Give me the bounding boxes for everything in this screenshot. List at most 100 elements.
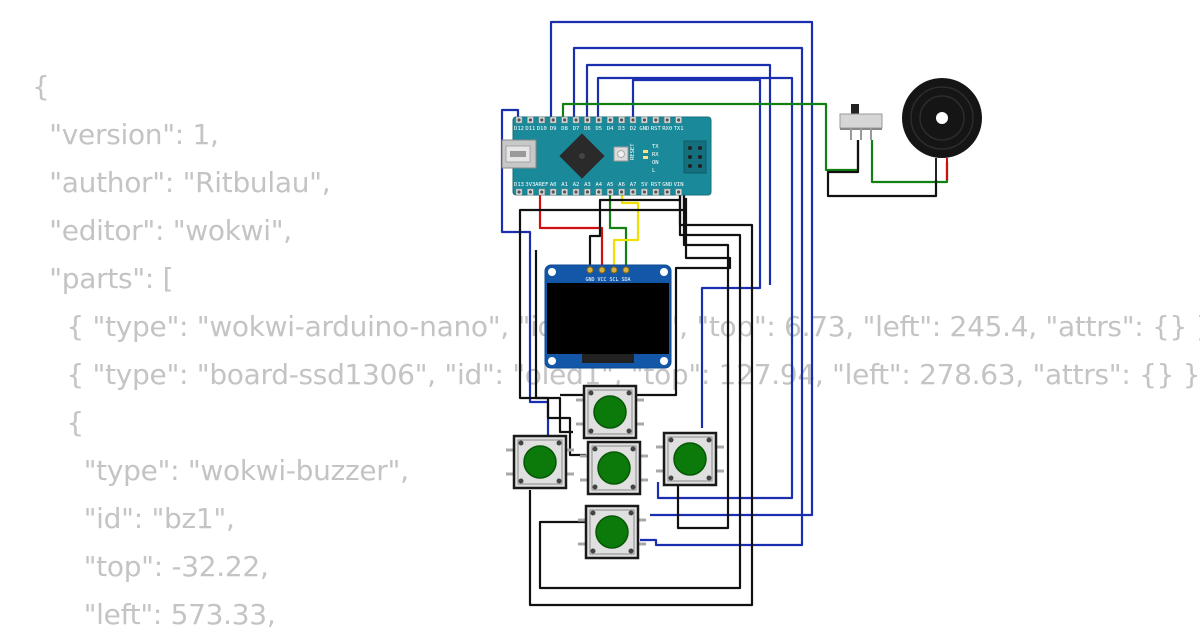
pushbutton-lead bbox=[566, 448, 574, 452]
pushbutton-lead bbox=[716, 445, 724, 449]
nano-pin-hole bbox=[574, 190, 578, 194]
nano-pin-label: A4 bbox=[595, 182, 602, 188]
wire-red-3v3-oled bbox=[538, 190, 604, 270]
nano-pin-label: A5 bbox=[607, 182, 614, 188]
nano-pin-label: GND bbox=[639, 126, 649, 132]
pushbutton-rivet bbox=[626, 428, 632, 434]
pushbutton-lead bbox=[656, 445, 664, 449]
wire-black-gnd-oled2 bbox=[588, 198, 680, 270]
nano-pin-label: D6 bbox=[584, 126, 591, 132]
nano-pin-label: RX0 bbox=[662, 126, 672, 132]
nano-side-label-rx: RX bbox=[652, 152, 659, 158]
led-tx bbox=[643, 150, 648, 153]
json-line: { "type": "wokwi-arduino-nano", "id": "n… bbox=[66, 310, 1200, 343]
pushbutton-frame bbox=[517, 439, 563, 485]
wire-black-gnd-2 bbox=[538, 190, 742, 590]
wire-black-gnd-4 bbox=[560, 198, 732, 397]
json-line: { bbox=[32, 70, 50, 103]
oled-pin[interactable] bbox=[598, 266, 606, 274]
nano-pin-hole bbox=[528, 118, 533, 122]
nano-pin-label: D10 bbox=[537, 126, 547, 132]
pushbutton-lead bbox=[566, 472, 574, 476]
nano-side-label-l: L bbox=[652, 168, 656, 174]
nano-pin-hole bbox=[608, 118, 612, 122]
pushbutton-lead bbox=[638, 518, 646, 522]
nano-pin-label: 3V3 bbox=[525, 182, 535, 188]
nano-pin-label: A0 bbox=[550, 182, 557, 188]
nano-pin-hole bbox=[563, 118, 567, 122]
slide-switch-icon[interactable] bbox=[839, 104, 883, 140]
pushbutton-lead bbox=[506, 472, 514, 476]
nano-pin-label: VIN bbox=[674, 182, 684, 188]
nano-pin-label: D4 bbox=[607, 126, 614, 132]
wire-blue-d10-loop bbox=[549, 20, 814, 517]
pushbutton-lead bbox=[636, 398, 644, 402]
wire-blue-d7-loop bbox=[585, 63, 772, 285]
oled-pin[interactable] bbox=[610, 266, 618, 274]
nano-pin-hole bbox=[654, 190, 658, 194]
nano-pin-hole bbox=[665, 190, 669, 194]
pushbutton-rivet bbox=[518, 440, 524, 446]
nano-pin-label: GND bbox=[662, 182, 672, 188]
pushbutton-cap[interactable] bbox=[595, 515, 629, 549]
pushbutton-icon[interactable] bbox=[576, 384, 644, 440]
pushbutton-icon[interactable] bbox=[656, 431, 724, 487]
nano-pin-hole bbox=[517, 118, 521, 122]
nano-pin-hole bbox=[585, 118, 590, 122]
nano-pin-hole bbox=[517, 190, 521, 194]
wire-black-switch-buzzer bbox=[826, 140, 938, 198]
pushbutton-cap[interactable] bbox=[523, 445, 557, 479]
nano-pin-label: A2 bbox=[573, 182, 580, 188]
pushbutton-icon[interactable] bbox=[578, 504, 646, 560]
nano-pin-hole bbox=[563, 190, 567, 194]
nano-pin-hole bbox=[574, 118, 578, 122]
oled-pin[interactable] bbox=[622, 266, 630, 274]
icsp-header bbox=[683, 140, 707, 174]
pushbutton-rivet bbox=[628, 548, 634, 554]
pushbutton-rivet bbox=[592, 484, 598, 490]
nano-pin-hole bbox=[665, 118, 669, 122]
reset-button-icon[interactable] bbox=[613, 146, 629, 162]
nano-pin-hole bbox=[540, 118, 544, 122]
pushbutton-cap[interactable] bbox=[597, 451, 631, 485]
pushbutton-cap[interactable] bbox=[593, 395, 627, 429]
nano-pin-label: D8 bbox=[561, 126, 568, 132]
wire-blue-d8-loop bbox=[572, 46, 804, 547]
wire-black-gnd-3 bbox=[676, 190, 730, 530]
oled-pin[interactable] bbox=[586, 266, 594, 274]
nano-pin-label: D2 bbox=[630, 126, 637, 132]
nano-pin-hole bbox=[631, 190, 635, 194]
nano-pin-hole bbox=[551, 118, 555, 122]
pushbutton-rivet bbox=[590, 510, 596, 516]
pushbutton-lead bbox=[638, 542, 646, 546]
pushbutton-lead bbox=[580, 478, 588, 482]
nano-pin-hole bbox=[597, 190, 601, 194]
pushbutton-icon[interactable] bbox=[580, 440, 648, 496]
json-line: "top": -32.22, bbox=[32, 550, 269, 583]
nano-pin-label: D5 bbox=[595, 126, 602, 132]
nano-pin-label: D11 bbox=[525, 126, 535, 132]
pushbutton-icon[interactable] bbox=[506, 434, 574, 490]
pushbutton-cap[interactable] bbox=[673, 442, 707, 476]
nano-pin-label: A6 bbox=[618, 182, 625, 188]
nano-pin-hole bbox=[620, 190, 624, 194]
pushbutton-frame bbox=[587, 389, 633, 435]
pushbutton-rivet bbox=[588, 428, 594, 434]
nano-pin-hole bbox=[654, 118, 658, 122]
nano-pin-label: RST bbox=[651, 182, 662, 188]
oled-pin-label: VCC bbox=[597, 277, 606, 283]
pushbutton-lead bbox=[578, 542, 586, 546]
nano-pin-label: A7 bbox=[630, 182, 637, 188]
wire-blue-d3-loop bbox=[631, 78, 762, 428]
wires bbox=[500, 20, 949, 607]
nano-side-label-tx: TX bbox=[652, 144, 659, 150]
buzzer-icon[interactable] bbox=[902, 78, 982, 180]
pushbutton-frame bbox=[667, 436, 713, 482]
pushbutton-rivet bbox=[588, 390, 594, 396]
pushbutton-rivet bbox=[518, 478, 524, 484]
pushbutton-rivet bbox=[556, 440, 562, 446]
